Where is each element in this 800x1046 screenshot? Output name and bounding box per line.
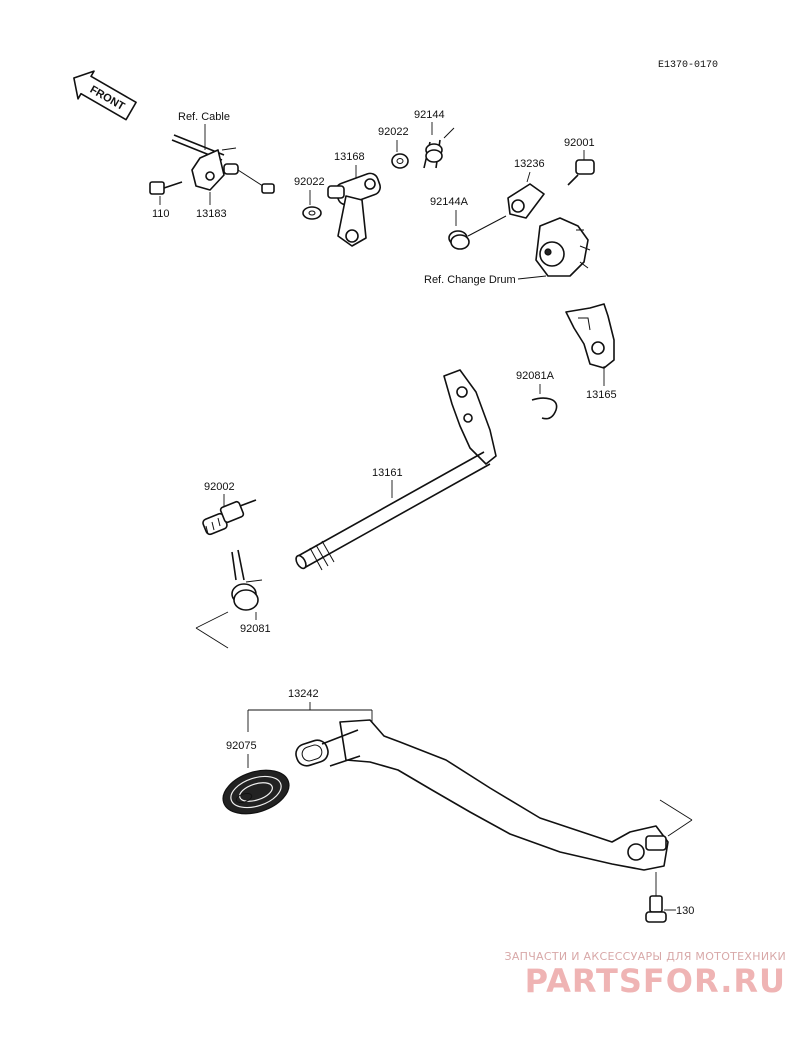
change-drum (535, 217, 591, 277)
label-13183: 13183 (196, 208, 227, 220)
label-92001: 92001 (564, 137, 595, 149)
label-13161: 13161 (372, 467, 403, 479)
bolt-92001 (567, 159, 595, 186)
spring-92081 (231, 549, 263, 611)
label-92022-a: 92022 (294, 176, 325, 188)
label-92144: 92144 (414, 109, 445, 121)
shift-shaft-13161 (295, 369, 497, 571)
label-92144a: 92144A (430, 196, 469, 208)
label-13242: 13242 (288, 688, 319, 700)
label-130: 130 (676, 905, 694, 917)
bolt-130 (645, 895, 667, 923)
plate-13236 (507, 183, 545, 219)
watermark-tagline: ЗАПЧАСТИ И АКСЕССУАРЫ ДЛЯ МОТОТЕХНИКИ (504, 950, 786, 963)
label-92081a: 92081A (516, 370, 555, 382)
stud-92002 (202, 499, 257, 536)
label-13236: 13236 (514, 158, 545, 170)
spring-92144a (448, 215, 507, 250)
label-110: 110 (152, 208, 170, 220)
label-92022-b: 92022 (378, 126, 409, 138)
diagram-code: E1370-0170 (658, 60, 718, 71)
label-13165: 13165 (586, 389, 617, 401)
shift-pedal-13242 (295, 719, 669, 871)
washer-92022-a (302, 206, 322, 220)
label-92002: 92002 (204, 481, 235, 493)
pedal-rubber-92075 (222, 769, 290, 815)
label-ref-change-drum: Ref. Change Drum (424, 274, 516, 286)
cable-bracket-13183 (171, 134, 275, 194)
washer-92022-b (391, 153, 409, 169)
clip-92081a (531, 397, 558, 420)
front-arrow-icon: FRONT (73, 70, 137, 121)
spring-92144 (423, 127, 455, 169)
label-13168: 13168 (334, 151, 365, 163)
plate-13165 (565, 303, 615, 369)
label-92081: 92081 (240, 623, 271, 635)
label-ref-cable: Ref. Cable (178, 111, 230, 123)
shift-arm-13168 (327, 172, 381, 247)
watermark-logo: PARTSFOR.RU (524, 962, 786, 1000)
bolt-110 (149, 181, 183, 195)
label-92075: 92075 (226, 740, 257, 752)
